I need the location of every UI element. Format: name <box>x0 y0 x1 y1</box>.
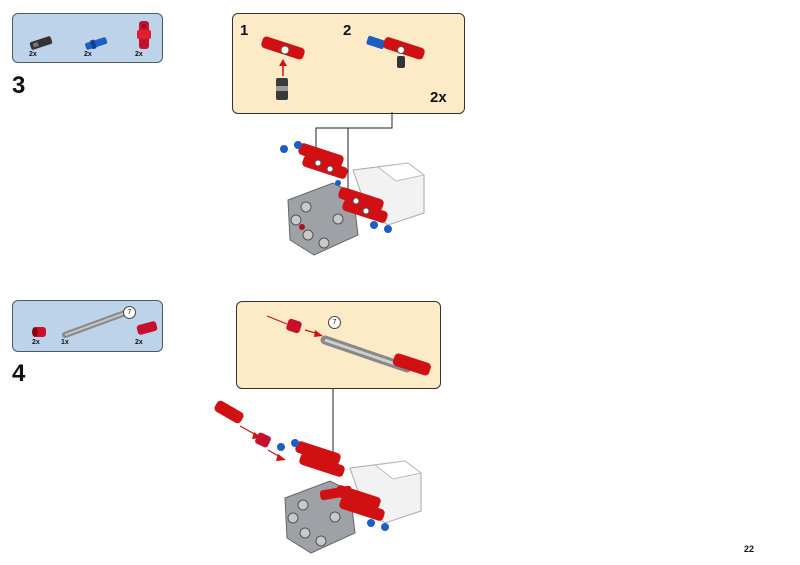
part-qty: 2x <box>32 339 40 346</box>
bush-axle-connector-illustration <box>266 315 431 376</box>
axle-length-badge: 7 <box>328 316 341 329</box>
red-axle-connector-icon <box>136 321 158 335</box>
part-qty: 2x <box>135 339 143 346</box>
red-bush-icon <box>32 327 46 337</box>
step3-model-illustration <box>280 141 426 256</box>
part-qty: 2x <box>135 51 143 58</box>
submodel-callout: 7 <box>236 301 441 389</box>
gray-axle-icon <box>62 310 128 338</box>
substep-number: 1 <box>240 22 249 39</box>
axle-length-badge: 7 <box>123 306 136 319</box>
step3-parts-list: 2x 2x 2x <box>12 13 163 63</box>
blue-axle-pin-icon <box>85 37 108 50</box>
multiplier-label: 2x <box>430 89 447 106</box>
part-qty: 2x <box>29 51 37 58</box>
black-connector-pin-icon <box>29 36 53 50</box>
red-cross-block-icon <box>137 21 151 49</box>
submodel-callout: 1 2 2x <box>232 13 465 114</box>
part-qty: 2x <box>84 51 92 58</box>
step-number: 3 <box>12 72 26 99</box>
part-qty: 1x <box>61 339 69 346</box>
step4-parts-list: 2x 7 1x 2x <box>12 300 163 352</box>
step4-model-illustration <box>214 400 423 554</box>
substep-number: 2 <box>343 22 352 39</box>
blue-pin-in-cross-block-illustration <box>366 35 425 68</box>
page-number: 22 <box>744 544 755 554</box>
red-cross-block-with-pin-illustration <box>261 36 305 100</box>
step-number: 4 <box>12 360 26 387</box>
